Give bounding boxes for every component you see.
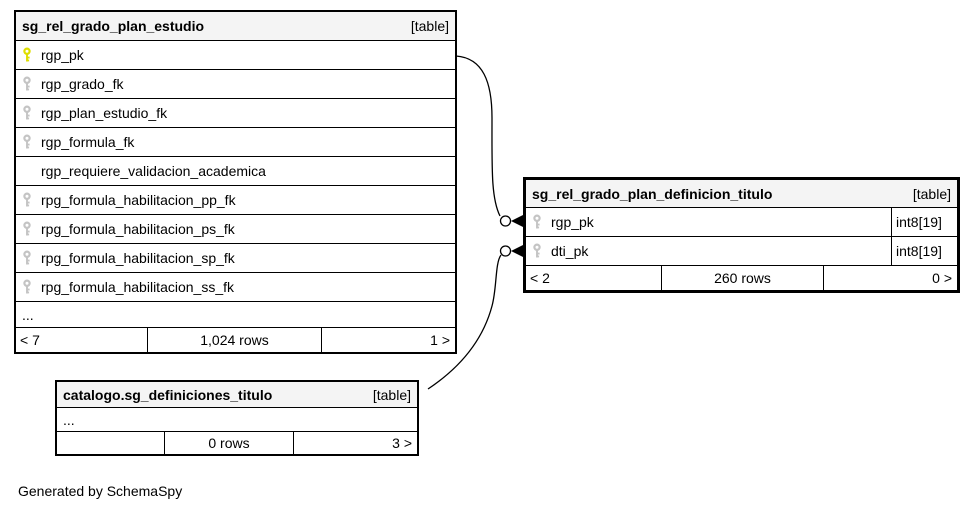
- column-row: dti_pk int8[19]: [526, 237, 957, 266]
- row-count: 1,024 rows: [148, 328, 322, 352]
- row-count: 260 rows: [662, 266, 824, 290]
- column-name: rpg_formula_habilitacion_pp_fk: [41, 192, 236, 208]
- zero-circle-dti-pk: [499, 245, 512, 257]
- table-footer: < 2 260 rows 0 >: [526, 266, 957, 290]
- more-columns-ellipsis: ...: [16, 302, 455, 328]
- table-type-badge: [table]: [372, 386, 411, 403]
- column-name: rgp_plan_estudio_fk: [41, 105, 168, 121]
- column-type: int8[19]: [891, 208, 957, 236]
- column-row: rgp_requiere_validacion_academica: [16, 157, 455, 186]
- foreign-key-icon: [532, 243, 542, 259]
- degree-right: 0 >: [932, 270, 952, 286]
- table-title: sg_rel_grado_plan_definicion_titulo: [532, 185, 773, 202]
- table-title: sg_rel_grado_plan_estudio: [22, 18, 205, 34]
- table-node-sg-rel-grado-plan-definicion-titulo[interactable]: sg_rel_grado_plan_definicion_titulo [tab…: [523, 177, 960, 293]
- zero-circle-rgp-pk: [499, 215, 512, 227]
- column-row: rpg_formula_habilitacion_ss_fk: [16, 273, 455, 302]
- table-type-badge: [table]: [912, 185, 951, 202]
- degree-left: < 2: [526, 266, 662, 290]
- primary-key-icon: [22, 47, 32, 63]
- foreign-key-icon: [22, 105, 32, 121]
- foreign-key-icon: [22, 279, 32, 295]
- column-name: rgp_grado_fk: [41, 76, 124, 92]
- column-row: rgp_pk: [16, 41, 455, 70]
- table-header: sg_rel_grado_plan_estudio [table]: [16, 12, 455, 41]
- foreign-key-icon: [22, 221, 32, 237]
- table-node-sg-rel-grado-plan-estudio[interactable]: sg_rel_grado_plan_estudio [table] rgp_pk…: [14, 10, 457, 354]
- table-header: sg_rel_grado_plan_definicion_titulo [tab…: [526, 180, 957, 208]
- column-name: rgp_pk: [41, 47, 84, 63]
- table-node-catalogo-sg-definiciones-titulo[interactable]: catalogo.sg_definiciones_titulo [table] …: [55, 380, 419, 456]
- degree-left: [57, 432, 165, 454]
- column-name: rpg_formula_habilitacion_ps_fk: [41, 221, 235, 237]
- table-header: catalogo.sg_definiciones_titulo [table]: [57, 382, 417, 408]
- foreign-key-icon: [22, 250, 32, 266]
- degree-right: 3 >: [392, 435, 412, 451]
- column-row: rgp_grado_fk: [16, 70, 455, 99]
- table-footer: 0 rows 3 >: [57, 432, 417, 454]
- table-type-badge: [table]: [410, 18, 449, 34]
- column-name: rgp_pk: [551, 214, 594, 230]
- foreign-key-icon: [22, 134, 32, 150]
- column-row: rpg_formula_habilitacion_sp_fk: [16, 244, 455, 273]
- column-row: rgp_pk int8[19]: [526, 208, 957, 237]
- column-name: rgp_requiere_validacion_academica: [41, 163, 266, 179]
- column-row: rpg_formula_habilitacion_pp_fk: [16, 186, 455, 215]
- column-type: int8[19]: [891, 237, 957, 265]
- generator-credit: Generated by SchemaSpy: [18, 483, 183, 499]
- table-footer: < 7 1,024 rows 1 >: [16, 328, 455, 352]
- degree-left: < 7: [16, 328, 148, 352]
- row-count: 0 rows: [165, 432, 294, 454]
- more-columns-ellipsis: ...: [57, 408, 417, 432]
- column-name: rgp_formula_fk: [41, 134, 135, 150]
- column-name: dti_pk: [551, 243, 589, 259]
- column-row: rpg_formula_habilitacion_ps_fk: [16, 215, 455, 244]
- table-title: catalogo.sg_definiciones_titulo: [63, 386, 273, 403]
- relationship-line-estudio-definicion: [455, 55, 501, 217]
- foreign-key-icon: [22, 76, 32, 92]
- column-name: rpg_formula_habilitacion_sp_fk: [41, 250, 235, 266]
- foreign-key-icon: [532, 214, 542, 230]
- column-row: rgp_formula_fk: [16, 128, 455, 157]
- column-row: rgp_plan_estudio_fk: [16, 99, 455, 128]
- column-name: rpg_formula_habilitacion_ss_fk: [41, 279, 234, 295]
- degree-right: 1 >: [430, 332, 450, 348]
- foreign-key-icon: [22, 192, 32, 208]
